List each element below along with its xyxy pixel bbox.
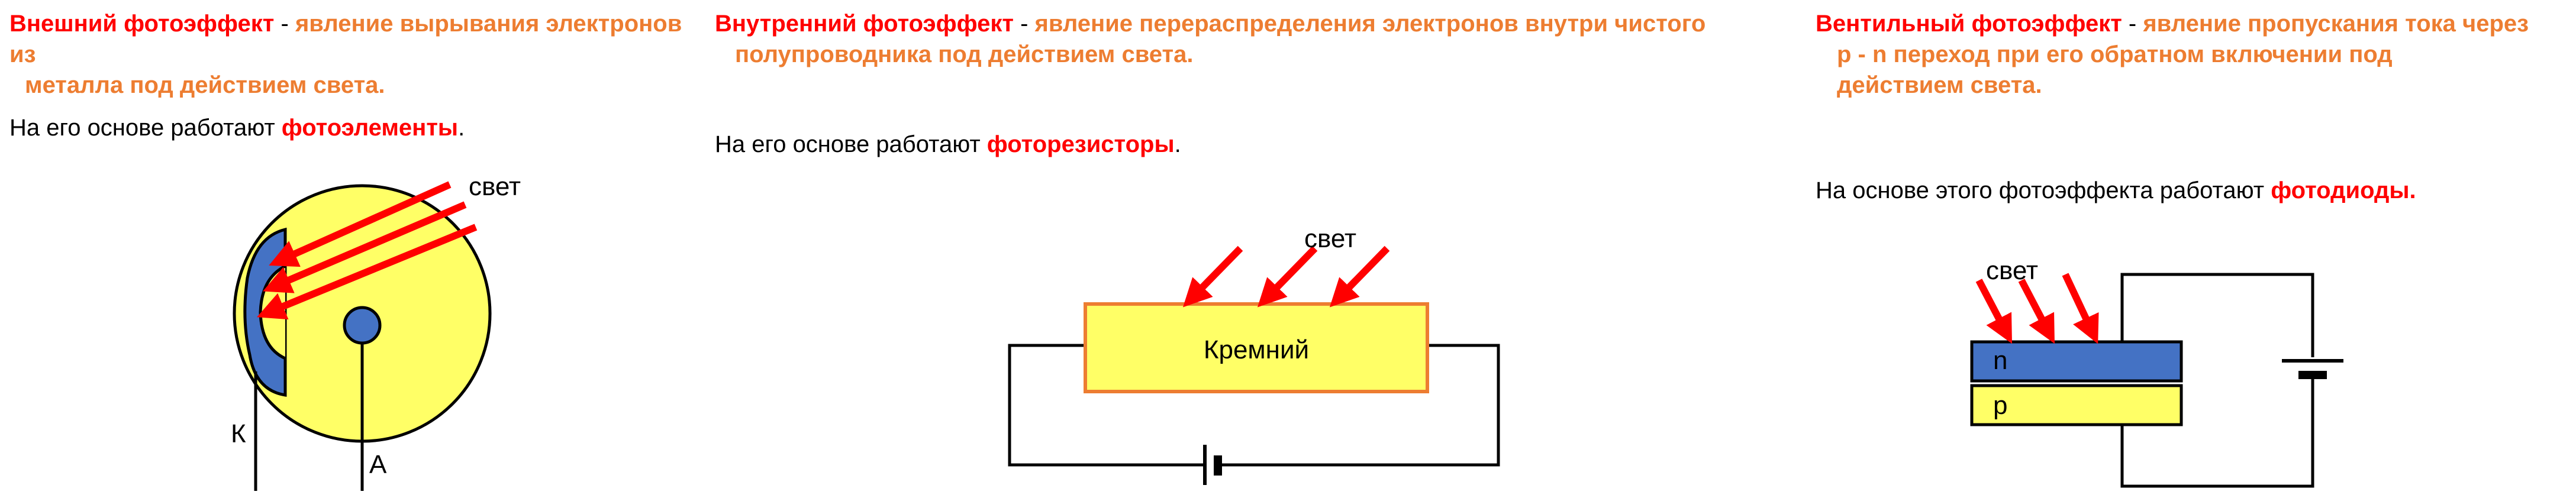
- diode-light-label: свет: [1986, 256, 2038, 285]
- light-arrow-2: [263, 201, 467, 293]
- light-arrow-1: [269, 181, 452, 267]
- cathode-label: К: [231, 419, 246, 448]
- resistor-light-label: свет: [1304, 224, 1356, 253]
- panel2-note-prefix: На его основе работают: [715, 131, 987, 157]
- resistor-light-arrow-1: [1182, 245, 1243, 308]
- panel2-term: Внутренний фотоэффект: [715, 11, 1014, 37]
- resistor-light-arrow-3: [1329, 245, 1390, 308]
- photoresistor-diagram: Кремний свет: [1008, 224, 1500, 485]
- panel1-note-suffix: .: [458, 115, 465, 141]
- panel1-def-line2: металла под действием света.: [25, 72, 385, 98]
- photocell-light-label: свет: [469, 172, 521, 201]
- panel3-definition: Вентильный фотоэффект - явление пропуска…: [1816, 8, 2567, 101]
- panel3-def-line3: действием света.: [1837, 72, 2042, 98]
- photoresistor-circuit-wire: [1008, 344, 1204, 467]
- photocell-anode: [343, 306, 382, 345]
- photodiode-circuit-wire-bottom: [2120, 377, 2314, 488]
- panel3-def-line1: явление пропускания тока через: [2143, 11, 2529, 37]
- panel3-note: На основе этого фотоэффекта работают фот…: [1816, 175, 2416, 206]
- n-layer: [1970, 340, 2183, 383]
- diode-light-arrow-3: [2062, 273, 2099, 344]
- panel3-note-device: фотодиоды.: [2271, 177, 2416, 203]
- silicon-label: Кремний: [1204, 335, 1309, 364]
- panel1-term: Внешний фотоэффект: [9, 11, 275, 37]
- panel1-def-line1: явление вырывания электронов из: [9, 11, 682, 67]
- panel1-definition: Внешний фотоэффект - явление вырывания э…: [9, 8, 708, 101]
- photodiode-diagram: n p свет: [1970, 256, 2343, 488]
- panel2-note-suffix: .: [1174, 131, 1181, 157]
- p-layer: [1970, 384, 2183, 426]
- panel2-definition: Внутренний фотоэффект - явление перерасп…: [715, 8, 1804, 70]
- silicon-resistor: [1084, 302, 1429, 393]
- panel3-dash: -: [2122, 11, 2143, 37]
- light-arrow-3: [257, 224, 478, 320]
- panel1-dash: -: [274, 11, 295, 37]
- p-label: p: [1993, 391, 2007, 420]
- panel2-note-device: фоторезисторы: [986, 131, 1175, 157]
- panel1-note-device: фотоэлементы: [281, 115, 459, 141]
- photoresistor-circuit-wire-right: [1219, 344, 1500, 467]
- photodiode-circuit-wire-top: [2120, 273, 2314, 357]
- anode-label: А: [369, 450, 387, 479]
- photocell-diagram: свет К А: [231, 172, 521, 491]
- panel2-dash: -: [1013, 11, 1035, 37]
- n-label: n: [1993, 346, 2007, 375]
- panel2-note: На его основе работают фоторезисторы.: [715, 129, 1181, 160]
- panel2-def-line1: явление перераспределения электронов вну…: [1034, 11, 1706, 37]
- panel3-note-prefix: На основе этого фотоэффекта работают: [1816, 177, 2271, 203]
- diode-light-arrow-1: [1975, 279, 2013, 344]
- resistor-light-arrow-2: [1257, 245, 1318, 308]
- panel1-note: На его основе работают фотоэлементы.: [9, 112, 465, 143]
- panel3-term: Вентильный фотоэффект: [1816, 11, 2122, 37]
- diode-light-arrow-2: [2018, 279, 2055, 344]
- panel3-def-line2: p - n переход при его обратном включении…: [1837, 41, 2393, 67]
- panel2-def-line2: полупроводника под действием света.: [735, 41, 1194, 67]
- panel1-note-prefix: На его основе работают: [9, 115, 282, 141]
